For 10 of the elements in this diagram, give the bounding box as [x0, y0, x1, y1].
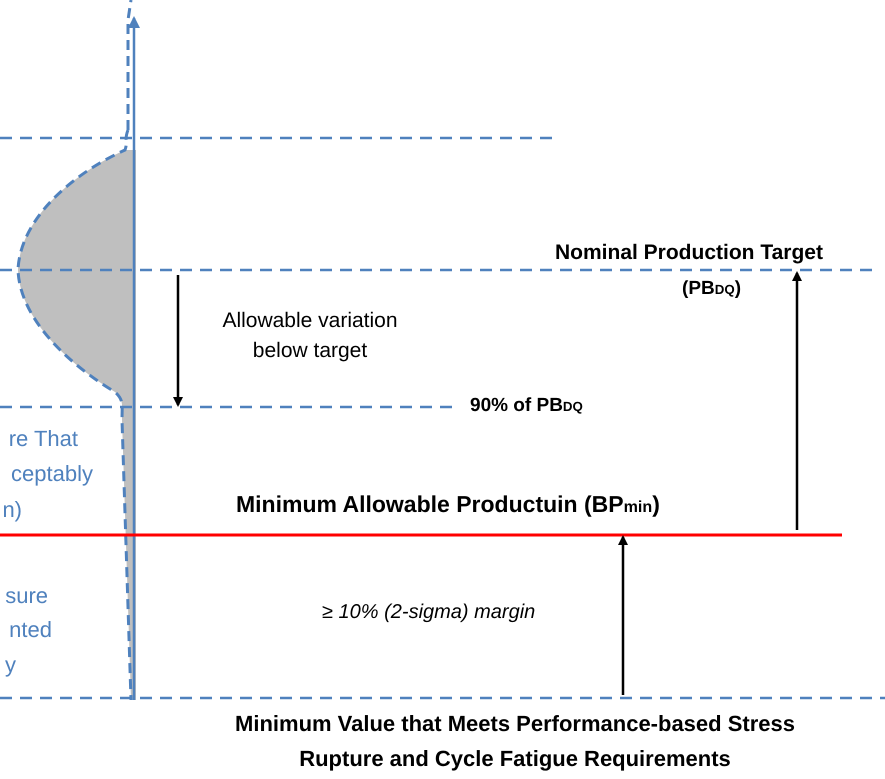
- target-label: Nominal Production Target: [555, 240, 823, 266]
- requirement-label: Minimum Value that Meets Performance-based Stress Rupture and Cycle Fatigue Requirements: [234, 710, 796, 774]
- cropped-text: n): [2, 497, 22, 524]
- cropped-text: re That: [8, 426, 78, 452]
- cropped-text: nted: [9, 617, 52, 644]
- margin-label: ≥ 10% (2-sigma) margin: [322, 600, 536, 624]
- cropped-text: ceptably: [11, 461, 93, 488]
- variation-label: Allowable variation below target: [221, 308, 399, 364]
- cropped-text: sure: [5, 583, 48, 610]
- cropped-text: y: [5, 652, 16, 678]
